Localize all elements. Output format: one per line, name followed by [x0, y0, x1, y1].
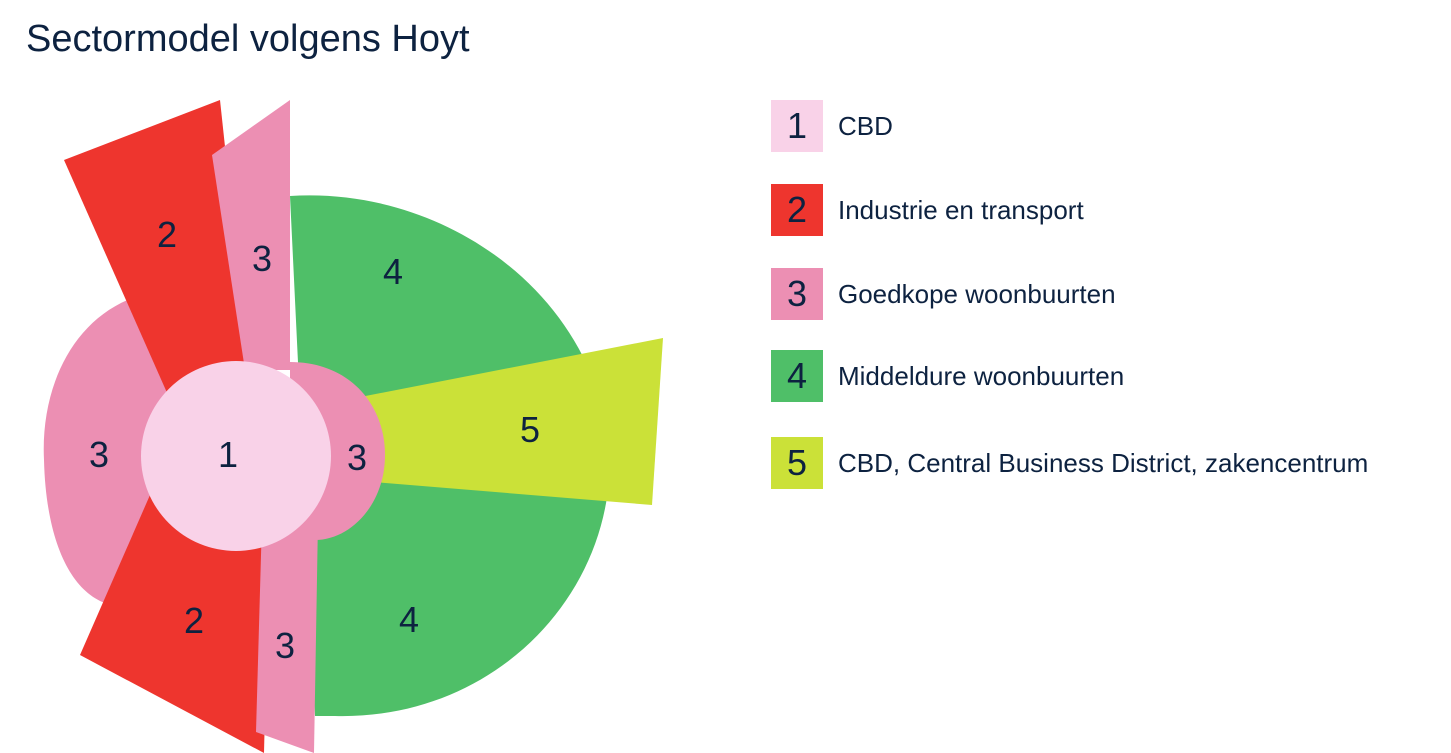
zone-label-goedkoop-bottom: 3: [275, 625, 295, 666]
zone-label-goedkoop-left: 3: [89, 434, 109, 475]
zone-cbd: [141, 361, 331, 551]
legend-label: Goedkope woonbuurten: [838, 278, 1116, 309]
zone-industrie-top: [64, 100, 250, 395]
legend-swatch: 5: [771, 437, 823, 489]
legend-swatch: 2: [771, 184, 823, 236]
zone-label-industrie-top: 2: [157, 214, 177, 255]
zone-zakencentrum: [345, 338, 663, 505]
zone-label-middelduur-bottom: 4: [399, 599, 419, 640]
legend-swatch: 3: [771, 268, 823, 320]
legend-item-industrie: 2 Industrie en transport: [771, 184, 1084, 236]
legend-swatch: 4: [771, 350, 823, 402]
zone-label-cbd: 1: [218, 434, 238, 475]
legend-item-middelduur: 4 Middeldure woonbuurten: [771, 350, 1124, 402]
zone-goedkoop-top: [212, 100, 290, 370]
legend-item-cbd: 1 CBD: [771, 100, 893, 152]
zone-label-zakencentrum: 5: [520, 409, 540, 450]
zone-label-goedkoop-right: 3: [347, 437, 367, 478]
legend-label: CBD: [838, 110, 893, 141]
hoyt-sector-diagram: 1 2 3 4 3 3 5 2 3 4: [43, 100, 663, 753]
legend-label: Middeldure woonbuurten: [838, 360, 1125, 391]
zone-label-industrie-bottom: 2: [184, 600, 204, 641]
zone-label-middelduur-top: 4: [383, 251, 403, 292]
legend-item-goedkoop: 3 Goedkope woonbuurten: [771, 268, 1116, 320]
legend-swatch: 1: [771, 100, 823, 152]
diagram-title: Sectormodel volgens Hoyt: [26, 18, 470, 60]
zone-label-goedkoop-top: 3: [252, 238, 272, 279]
legend-label: CBD, Central Business District, zakencen…: [838, 447, 1369, 478]
zone-goedkoop-bottom: [256, 520, 318, 753]
legend-item-zakencentrum: 5 CBD, Central Business District, zakenc…: [771, 437, 1368, 489]
legend-label: Industrie en transport: [838, 194, 1084, 225]
zone-industrie-bottom: [80, 495, 270, 753]
